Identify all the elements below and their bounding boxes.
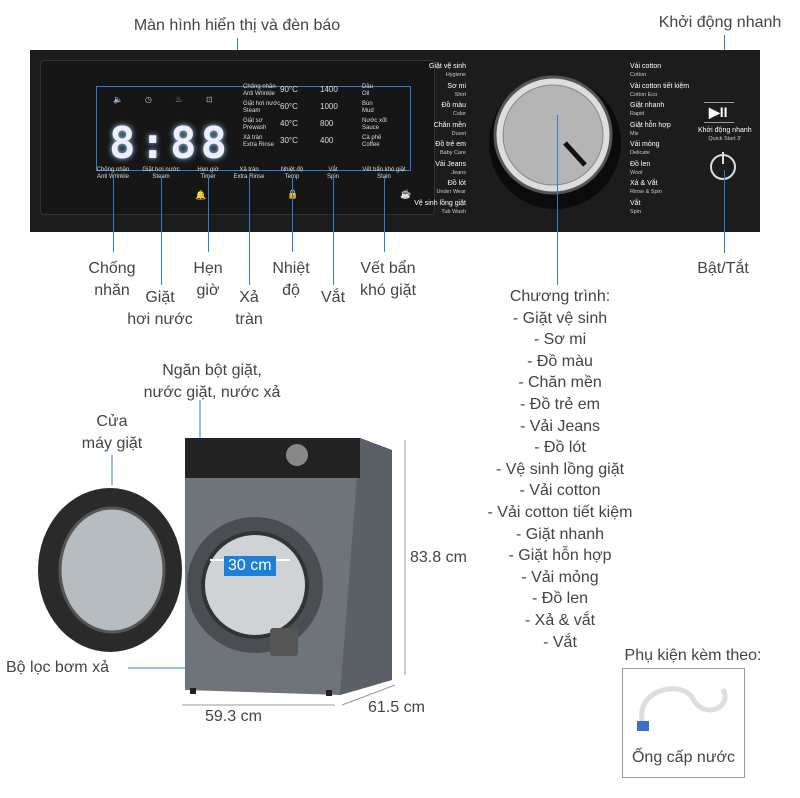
accessory-box: Ống cấp nước xyxy=(622,668,745,778)
temp-indicator: 30°C xyxy=(280,136,298,145)
program-list-item: - Vải mỏng xyxy=(521,568,599,586)
speed-indicator: 1400 xyxy=(320,85,338,94)
program-list-item: - Vải cotton xyxy=(519,482,601,500)
stain-icon: ☕ xyxy=(400,189,412,199)
program-list-item: - Sơ mi xyxy=(533,331,587,349)
speed-indicator: 1000 xyxy=(320,102,338,111)
washer-image xyxy=(38,400,406,706)
program-dial[interactable] xyxy=(485,65,625,215)
spin-callout: Vắt xyxy=(320,289,346,306)
program-list-item: - Vải cotton tiết kiệm xyxy=(487,503,633,521)
power-callout: Bật/Tắt xyxy=(697,260,749,277)
lock-icon: ⊡ xyxy=(206,95,213,104)
program-list-item: - Giặt hỗn hợp xyxy=(508,547,612,565)
program-list-item: - Đồ trẻ em xyxy=(519,395,600,413)
program-list-item: - Vệ sinh lồng giặt xyxy=(495,460,625,478)
temp-indicator: 90°C xyxy=(280,85,298,94)
display-callout: Màn hình hiển thị và đèn báo xyxy=(133,17,341,34)
program-list-item: - Giặt vệ sinh xyxy=(512,309,608,327)
steam-icon: ♨ xyxy=(175,95,183,104)
display-area xyxy=(96,86,411,171)
drum-size-label: 30 cm xyxy=(224,556,276,576)
power-button[interactable] xyxy=(710,152,736,180)
panel-button[interactable]: Nhiệt độTemp xyxy=(280,167,304,180)
width-label: 59.3 cm xyxy=(205,708,262,725)
panel-button[interactable]: Hẹn giờTimer xyxy=(197,167,219,180)
program-list-item: - Đồ len xyxy=(531,590,589,608)
digital-display: 8:88 xyxy=(109,118,231,169)
depth-label: 61.5 cm xyxy=(368,699,425,716)
temp-indicator: 40°C xyxy=(280,119,298,128)
program-list-item: - Vải Jeans xyxy=(519,417,601,435)
program-list-item: - Chăn mền xyxy=(518,374,602,392)
speed-indicator: 400 xyxy=(320,136,334,145)
filter-callout: Bộ lọc bơm xả xyxy=(6,659,109,676)
bell-icon: 🔔 xyxy=(195,190,207,200)
timer-icon: ◷ xyxy=(145,95,152,104)
program-list-item: - Đồ lót xyxy=(534,439,586,457)
program-list: Chương trình: - Giặt vệ sinh- Sơ mi- Đồ … xyxy=(480,286,640,653)
program-list-item: - Đồ màu xyxy=(527,352,593,370)
temp-indicator: 60°C xyxy=(280,102,298,111)
accessory-title: Phụ kiện kèm theo: xyxy=(624,647,762,664)
program-list-item: - Giặt nhanh xyxy=(515,525,605,543)
water-hose-icon xyxy=(637,686,728,731)
program-list-item: - Vắt xyxy=(543,633,577,651)
accessory-name: Ống cấp nước xyxy=(631,749,736,766)
detergent-callout: Ngăn bột giặt,nước giặt, nước xả xyxy=(143,362,281,401)
height-label: 83.8 cm xyxy=(410,549,467,566)
quick-start-callout: Khởi động nhanh xyxy=(658,14,782,31)
program-list-item: - Xả & vắt xyxy=(524,611,596,629)
speed-indicator: 800 xyxy=(320,119,334,128)
play-pause-icon[interactable]: ▶II xyxy=(709,104,728,120)
sound-icon: 🔈 xyxy=(113,95,123,104)
